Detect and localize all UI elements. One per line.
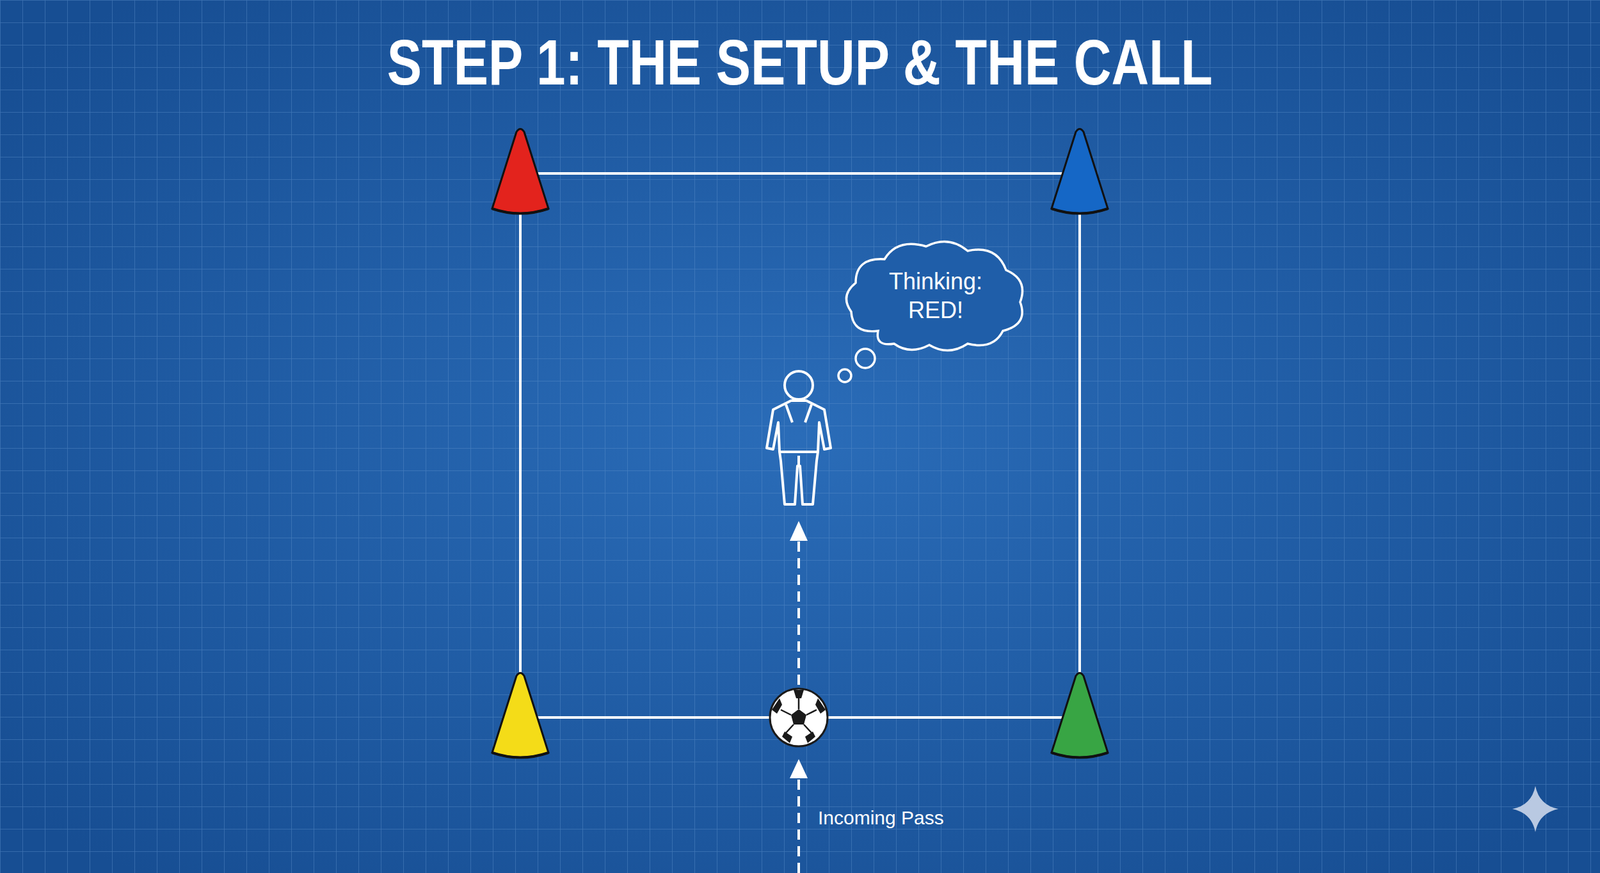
cone (1051, 673, 1108, 758)
arrow-head (789, 759, 808, 779)
cone (492, 673, 549, 758)
incoming-pass-line (797, 774, 800, 873)
player-figure (766, 371, 831, 505)
thought-bubble: Thinking: RED! (839, 234, 1032, 357)
cloud-outline (839, 234, 1032, 357)
thought-dot (838, 369, 852, 383)
square-area (520, 173, 1080, 718)
soccer-ball (769, 688, 828, 747)
thought-text: Thinking: RED! (878, 266, 994, 325)
pass-label: Incoming Pass (817, 807, 944, 829)
sparkle-watermark (1512, 785, 1559, 832)
arrow-head (789, 520, 808, 541)
thought-dot (855, 348, 875, 368)
pass-line (797, 537, 800, 685)
cone (492, 129, 549, 214)
title: STEP 1: THE SETUP & THE CALL (387, 26, 1213, 98)
cone (1051, 129, 1108, 214)
